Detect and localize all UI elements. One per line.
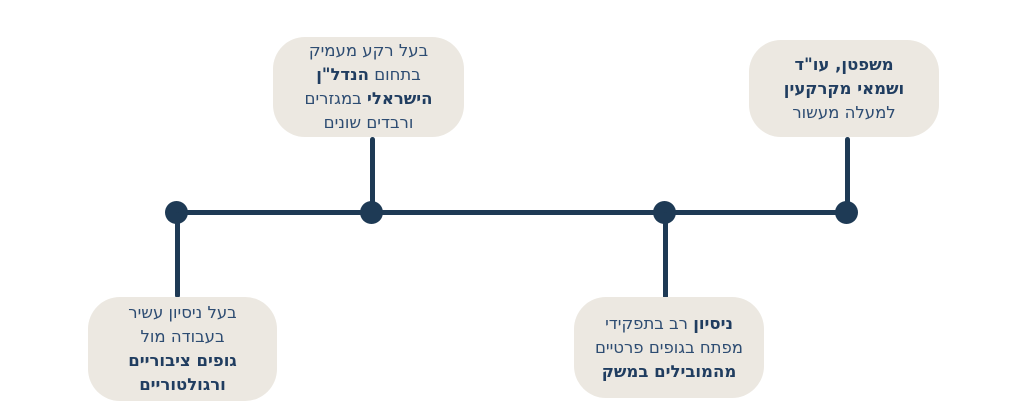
timeline-axis bbox=[177, 210, 847, 215]
callout-text-line: ושמאי מקרקעין bbox=[783, 78, 905, 98]
callout-text-line: בתחום הנדל"ן bbox=[316, 65, 421, 84]
connector-node1-down bbox=[175, 212, 180, 298]
callout-text-line: בעל רקע מעמיק bbox=[308, 41, 429, 60]
callout-text-line: בעל ניסיון עשיר bbox=[128, 303, 237, 322]
connector-node4-up bbox=[845, 137, 850, 213]
callout-text-line: בעבודה מול bbox=[140, 327, 225, 346]
connector-node3-down bbox=[663, 212, 668, 299]
callout-text-line: הישראלי במגזרים bbox=[304, 89, 433, 108]
callout-realestate-background: בעל רקע מעמיק בתחום הנדל"ן הישראלי במגזר… bbox=[273, 37, 464, 137]
connector-node2-up bbox=[370, 137, 375, 213]
callout-text-line: מפתח בגופים פרטיים bbox=[594, 337, 744, 357]
callout-private-sector-roles: ניסיון רב בתפקידי מפתח בגופים פרטיים מהמ… bbox=[574, 297, 764, 398]
callout-text-line: ניסיון רב בתפקידי bbox=[605, 313, 733, 333]
callout-text-line: משפטן, עו"ד bbox=[794, 54, 894, 74]
callout-text-line: ורגולטוריים bbox=[139, 375, 226, 394]
callout-text-line: גופים ציבוריים bbox=[128, 351, 237, 370]
callout-text-line: למעלה מעשור bbox=[792, 102, 896, 122]
callout-public-bodies-experience: בעל ניסיון עשיר בעבודה מול גופים ציבוריי… bbox=[88, 297, 277, 401]
callout-text-line: ורבדים שונים bbox=[323, 113, 414, 132]
callout-lawyer-appraiser: משפטן, עו"ד ושמאי מקרקעין למעלה מעשור bbox=[749, 40, 939, 137]
callout-text-line: מהמובילים במשק bbox=[601, 361, 737, 381]
